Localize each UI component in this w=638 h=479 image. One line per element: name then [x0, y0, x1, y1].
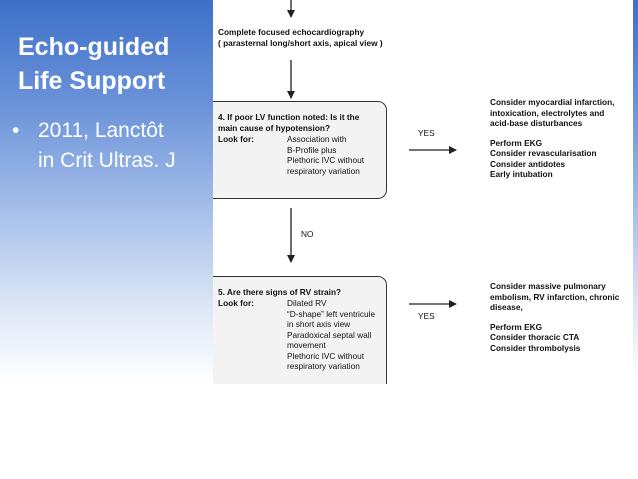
citation-text: 2011, Lanctôt in Crit Ultras. J: [38, 116, 176, 176]
step4-action4: Early intubation: [490, 169, 553, 179]
step5-item4b: respiratory variation: [287, 361, 360, 371]
slide-title-line2: Life Support: [18, 67, 166, 95]
step5-item1: Dilated RV: [287, 298, 327, 308]
step5-outcome: Consider massive pulmonary embolism, RV …: [490, 281, 619, 353]
top-box-line1: Complete focused echocardiography: [218, 27, 365, 37]
step4-item2: B-Profile plus: [287, 144, 337, 155]
slide-text-panel: Echo-guided Life Support • 2011, Lanctôt…: [0, 0, 215, 479]
step5-item4a: Plethoric IVC without: [287, 350, 365, 361]
slide-title-line1: Echo-guided: [18, 33, 170, 61]
step5-yes-label: YES: [418, 311, 435, 321]
top-box-line2: ( parasternal long/short axis, apical vi…: [218, 37, 383, 48]
top-box-text: Complete focused echocardiography ( para…: [218, 27, 383, 48]
step4-action3: Consider antidotes: [490, 158, 566, 169]
step5-item2b: in short axis view: [287, 319, 351, 329]
step5-item3a: Paradoxical septal wall: [287, 329, 372, 340]
step4-item4: respiratory variation: [287, 165, 360, 176]
step4-outcome: Consider myocardial infarction, intoxica…: [490, 97, 614, 180]
step5-item2a: “D-shape” left ventricule: [287, 308, 376, 319]
step4-box: [213, 101, 387, 199]
flowchart-image: Complete focused echocardiography ( para…: [213, 0, 633, 384]
step4-items: Association with B-Profile plus Plethori…: [287, 134, 364, 176]
step4-consider-line2: intoxication, electrolytes and: [490, 107, 605, 118]
step4-action2: Consider revascularisation: [490, 148, 597, 158]
step4-consider-line1: Consider myocardial infarction,: [490, 97, 615, 107]
step4-item1: Association with: [287, 134, 347, 144]
bullet-icon: •: [12, 119, 20, 142]
step5-consider-line3: disease,: [490, 302, 523, 312]
step4-yes-label: YES: [418, 128, 435, 138]
step5-look-for: Look for:: [218, 298, 254, 308]
step5-item3b: movement: [287, 340, 326, 350]
step5-box: [213, 276, 387, 384]
step5-consider-line1: Consider massive pulmonary: [490, 281, 606, 291]
citation-line1: 2011, Lanctôt: [38, 119, 164, 142]
slide-title: Echo-guided Life Support: [18, 30, 208, 98]
step4-question: 4. If poor LV function noted: Is it the …: [218, 112, 359, 133]
step5-items: Dilated RV “D-shape” left ventricule in …: [287, 298, 375, 372]
flowchart-arrows: [287, 0, 457, 308]
step5-action2: Consider thoracic CTA: [490, 332, 580, 342]
step5-action1: Perform EKG: [490, 321, 543, 332]
step4-look-for: Look for:: [218, 134, 254, 144]
step4-question-line2: main cause of hypotension?: [218, 122, 331, 133]
step5-consider-line2: embolism, RV infarction, chronic: [490, 291, 620, 302]
step4-no-label: NO: [301, 229, 314, 239]
citation-line2: in Crit Ultras. J: [38, 149, 176, 172]
step4-item3: Plethoric IVC without: [287, 155, 365, 165]
step4-consider-line3: acid-base disturbances: [490, 118, 583, 128]
step5-question: 5. Are there signs of RV strain?: [218, 287, 342, 297]
step4-action1: Perform EKG: [490, 137, 543, 148]
step4-question-line1: 4. If poor LV function noted: Is it the: [218, 112, 360, 122]
step5-action3: Consider thrombolysis: [490, 342, 581, 353]
